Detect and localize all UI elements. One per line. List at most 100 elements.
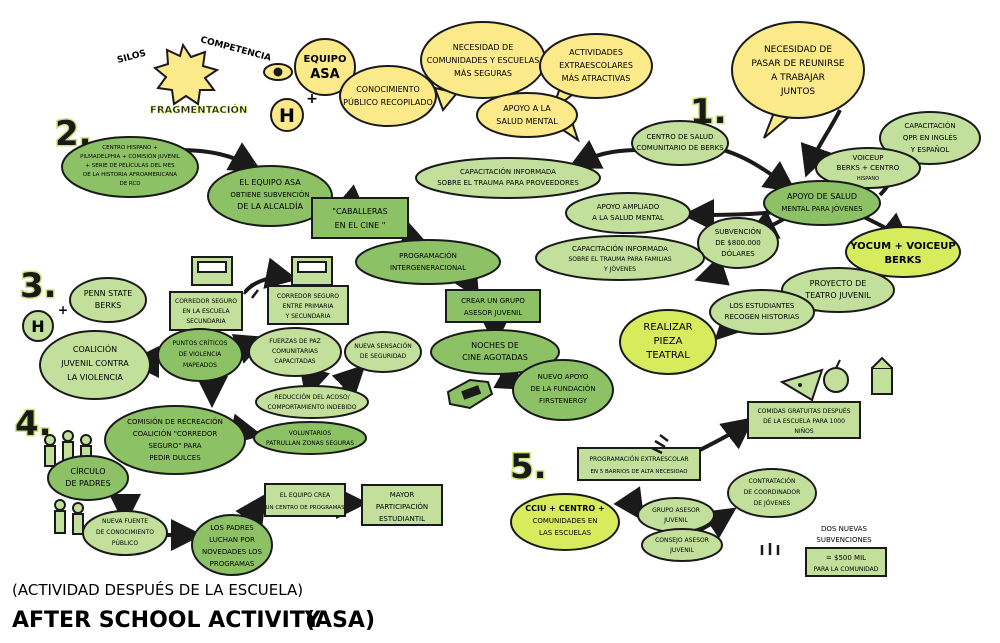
svg-text:BERKS: BERKS [884, 255, 921, 266]
svg-text:PASAR DE REUNIRSE: PASAR DE REUNIRSE [751, 59, 845, 69]
svg-text:EQUIPO: EQUIPO [303, 54, 346, 65]
s3-penn-state: PENN STATE BERKS [69, 277, 147, 323]
s5-programacion-extraescolar: PROGRAMACIÓN EXTRAESCOLAR EN 5 BARRIOS D… [577, 447, 701, 481]
svg-text:PIEZA: PIEZA [654, 336, 683, 347]
svg-text:DE VIOLENCIA: DE VIOLENCIA [179, 351, 222, 358]
svg-text:COMUNITARIAS: COMUNITARIAS [272, 348, 318, 355]
svg-text:CAPACITACIÓN INFORMADA: CAPACITACIÓN INFORMADA [572, 244, 668, 253]
svg-text:CENTRO DE SALUD: CENTRO DE SALUD [647, 133, 714, 141]
svg-text:PROGRAMACIÓN: PROGRAMACIÓN [399, 251, 457, 260]
s5-monto: = $500 MIL PARA LA COMUNIDAD [805, 547, 887, 577]
h-logo-section-3: H + [22, 303, 68, 342]
svg-text:DE LA ALCALDÍA: DE LA ALCALDÍA [237, 200, 303, 211]
svg-text:JUVENIL: JUVENIL [669, 547, 694, 554]
svg-text:CORREDOR SEGURO: CORREDOR SEGURO [175, 298, 237, 305]
svg-text:RECOGEN HISTORIAS: RECOGEN HISTORIAS [725, 313, 800, 321]
svg-text:PENN STATE: PENN STATE [84, 289, 133, 298]
s1-proyecto-teatro: PROYECTO DE TEATRO JUVENIL [781, 267, 895, 313]
svg-text:EN LA ESCUELA: EN LA ESCUELA [182, 308, 230, 315]
svg-text:PROYECTO DE: PROYECTO DE [810, 279, 867, 288]
svg-text:BERKS: BERKS [95, 301, 121, 310]
svg-text:LOS ESTUDIANTES: LOS ESTUDIANTES [730, 302, 795, 310]
svg-text:COMISIÓN DE RECREACIÓN: COMISIÓN DE RECREACIÓN [127, 417, 223, 426]
section-3-number: 3. [20, 266, 57, 306]
svg-text:QPR EN INGLÉS: QPR EN INGLÉS [903, 133, 958, 142]
bubble-comunidades-seguras: NECESIDAD DE COMUNIDADES Y ESCUELAS MÁS … [420, 21, 546, 112]
svg-text:CCIU + CENTRO +: CCIU + CENTRO + [525, 504, 604, 513]
s5-grupo-asesor: GRUPO ASESOR JUVENIL [637, 497, 715, 533]
h-plus-logo: H + [270, 91, 318, 132]
s5-subvenciones: DOS NUEVAS SUBVENCIONES [816, 525, 872, 544]
svg-text:TEATRO JUVENIL: TEATRO JUVENIL [804, 291, 871, 300]
s1-realizar-pieza: REALIZAR PIEZA TEATRAL [619, 309, 717, 375]
bubble-trabajar-juntos: NECESIDAD DE PASAR DE REUNIRSE A TRABAJA… [731, 21, 865, 139]
svg-text:EL EQUIPO CREA: EL EQUIPO CREA [280, 492, 331, 499]
svg-text:VOICEUP: VOICEUP [853, 154, 884, 162]
svg-text:PÚBLICO RECOPILADO: PÚBLICO RECOPILADO [343, 96, 433, 107]
svg-text:VOLUNTARIOS: VOLUNTARIOS [289, 430, 332, 437]
film-reel-icon [446, 378, 494, 410]
svg-text:NECESIDAD DE: NECESIDAD DE [764, 45, 832, 55]
svg-text:+ SERIE DE PELÍCULAS DEL MES: + SERIE DE PELÍCULAS DEL MES [85, 162, 175, 169]
s3-corredor-secundaria: CORREDOR SEGURO EN LA ESCUELA SECUNDARIA [169, 291, 243, 331]
svg-text:NOVEDADES LOS: NOVEDADES LOS [202, 548, 263, 556]
svg-text:MÁS ATRACTIVAS: MÁS ATRACTIVAS [562, 72, 631, 83]
svg-text:PROGRAMACIÓN EXTRAESCOLAR: PROGRAMACIÓN EXTRAESCOLAR [589, 456, 688, 463]
svg-text:NOCHES DE: NOCHES DE [471, 341, 519, 350]
svg-text:NUEVO APOYO: NUEVO APOYO [538, 373, 589, 381]
svg-text:PUNTOS CRÍTICOS: PUNTOS CRÍTICOS [173, 340, 228, 347]
silos-label: SILOS [116, 49, 147, 66]
s4-circulo-padres: CÍRCULO DE PADRES [47, 455, 129, 501]
svg-text:HISPANO: HISPANO [857, 176, 879, 182]
s2-centro-hispano: CENTRO HISPANO + PILMADELPHIA + COMISIÓN… [61, 136, 199, 198]
svg-text:A TRABAJAR: A TRABAJAR [771, 73, 825, 83]
svg-text:COALICIÓN "CORREDOR: COALICIÓN "CORREDOR [133, 429, 218, 438]
svg-text:EXTRAESCOLARES: EXTRAESCOLARES [559, 61, 633, 70]
svg-text:APOYO A LA: APOYO A LA [503, 104, 551, 113]
s5-comidas-gratuitas: COMIDAS GRATUITAS DESPUÉS DE LA ESCUELA … [747, 401, 861, 439]
svg-text:PARA LA COMUNIDAD: PARA LA COMUNIDAD [814, 566, 879, 573]
sun-icon [152, 42, 220, 106]
svg-text:YOCUM + VOICEUP: YOCUM + VOICEUP [849, 241, 956, 252]
eye-icon [263, 63, 293, 81]
s2-crear-grupo: CREAR UN GRUPO ASESOR JUVENIL [445, 289, 541, 323]
school-building-icon-1 [191, 256, 233, 286]
svg-text:JUVENIL: JUVENIL [663, 517, 688, 524]
svg-text:Y SECUNDARIA: Y SECUNDARIA [285, 313, 332, 320]
svg-text:MENTAL PARA JÓVENES: MENTAL PARA JÓVENES [781, 204, 863, 213]
svg-text:TEATRAL: TEATRAL [645, 350, 690, 361]
s1-estudiantes-historias: LOS ESTUDIANTES RECOGEN HISTORIAS [709, 289, 815, 335]
svg-text:DE LA HISTORIA AFROAMERICANA: DE LA HISTORIA AFROAMERICANA [83, 172, 177, 178]
equipo-asa-node: EQUIPO ASA [294, 38, 356, 96]
s1-subvencion-800: SUBVENCIÓN DE $800.000 DÓLARES [697, 217, 779, 269]
svg-text:BERKS + CENTRO: BERKS + CENTRO [837, 164, 900, 172]
conocimiento-node: CONOCIMIENTO PÚBLICO RECOPILADO [339, 65, 437, 127]
fragmentacion-label: FRAGMENTACIÓN [150, 103, 247, 116]
svg-text:DOS NUEVAS: DOS NUEVAS [821, 525, 867, 533]
svg-text:DE $800.000: DE $800.000 [715, 239, 760, 247]
svg-text:H: H [31, 317, 44, 336]
svg-text:CÍRCULO: CÍRCULO [70, 465, 105, 476]
svg-text:DE RCD: DE RCD [119, 181, 140, 187]
s4-padres-luchan: LOS PADRES LUCHAN POR NOVEDADES LOS PROG… [191, 514, 273, 576]
s1-capacitacion-proveedores: CAPACITACIÓN INFORMADA SOBRE EL TRAUMA P… [415, 157, 601, 199]
s1-capacitacion-familias: CAPACITACIÓN INFORMADA SOBRE EL TRAUMA P… [535, 235, 705, 281]
s2-programacion-intergeneracional: PROGRAMACIÓN INTERGENERACIONAL [355, 239, 501, 285]
section-5: COMIDAS GRATUITAS DESPUÉS DE LA ESCUELA … [243, 283, 893, 577]
svg-text:PARTICIPACIÓN: PARTICIPACIÓN [376, 502, 428, 511]
s2-noches-cine: NOCHES DE CINE AGOTADAS [430, 329, 560, 375]
bubble-actividades-atractivas: ACTIVIDADES EXTRAESCOLARES MÁS ATRACTIVA… [539, 33, 653, 113]
svg-text:COMUNIDADES EN: COMUNIDADES EN [532, 517, 597, 525]
svg-text:CORREDOR SEGURO: CORREDOR SEGURO [277, 293, 339, 300]
svg-text:EN 5 BARRIOS DE ALTA NECESIDAD: EN 5 BARRIOS DE ALTA NECESIDAD [590, 469, 687, 475]
s3-corredor-primaria: CORREDOR SEGURO ENTRE PRIMARIA Y SECUNDA… [267, 285, 349, 325]
section-1: CENTRO DE SALUD COMUNITARIO DE BERKS CAP… [415, 111, 981, 375]
svg-text:REDUCCIÓN DEL ACOSO/: REDUCCIÓN DEL ACOSO/ [274, 394, 350, 401]
svg-text:EL EQUIPO ASA: EL EQUIPO ASA [239, 178, 301, 187]
svg-text:PROGRAMAS: PROGRAMAS [210, 560, 255, 568]
s4-participacion: MAYOR PARTICIPACIÓN ESTUDIANTIL [361, 484, 443, 526]
svg-text:MAPEADOS: MAPEADOS [183, 362, 217, 369]
svg-text:CAPACITACIÓN INFORMADA: CAPACITACIÓN INFORMADA [460, 167, 556, 176]
svg-text:NIÑOS: NIÑOS [794, 428, 813, 435]
svg-text:SUBVENCIONES: SUBVENCIONES [816, 536, 872, 544]
